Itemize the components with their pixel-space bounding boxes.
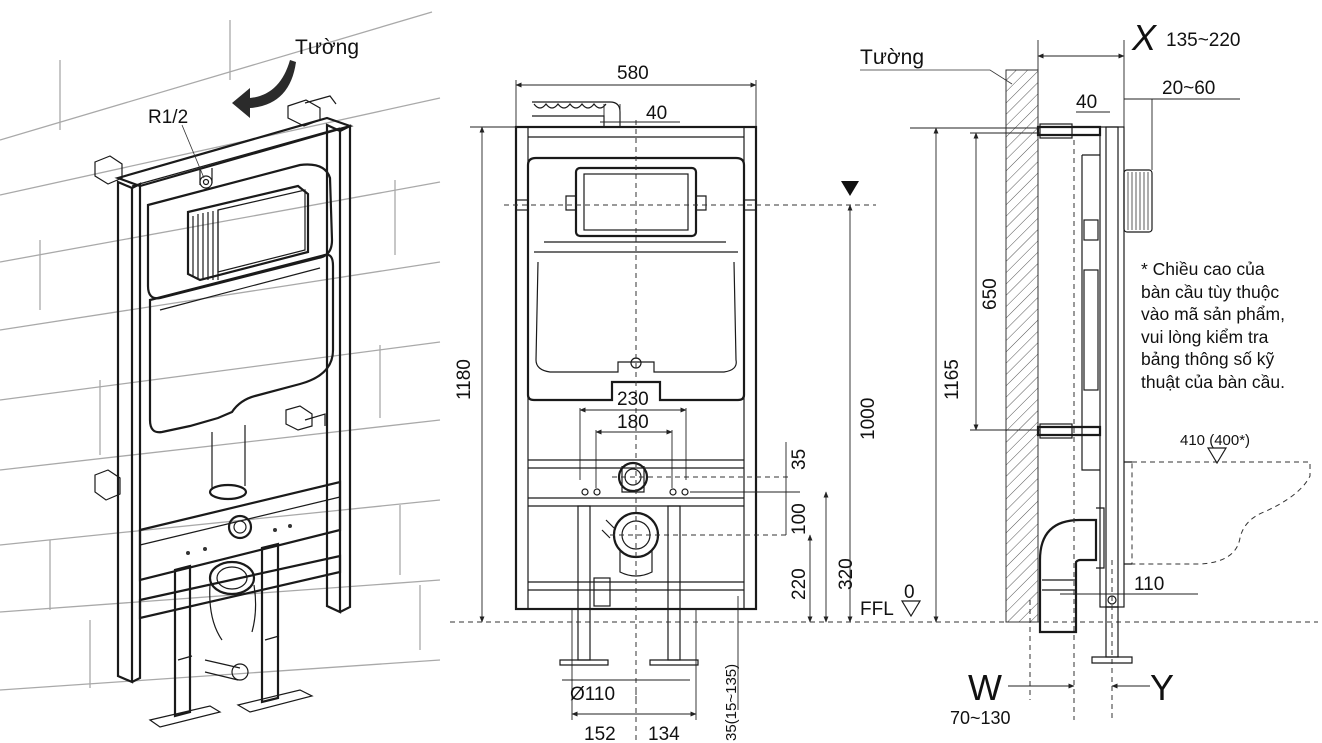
note-line-4: vui lòng kiểm tra (1141, 326, 1269, 347)
ffl-triangle (900, 600, 922, 618)
dim-pipe-dia: Ø110 (570, 684, 615, 705)
inlet-label: R1/2 (148, 107, 188, 128)
note-line-1: * Chiều cao của (1141, 259, 1265, 279)
front-view (504, 101, 876, 700)
note-line-3: vào mã sản phẩm, (1141, 304, 1285, 324)
axis-triangle (841, 181, 859, 196)
isometric-view (0, 11, 441, 728)
note-line-2: bàn cầu tùy thuộc (1141, 281, 1280, 302)
w-letter: W (968, 667, 1002, 708)
dim-152: 152 (584, 724, 616, 743)
dim-220: 220 (789, 568, 810, 600)
dim-110-side: 110 (1134, 574, 1164, 595)
bowl-triangle (1206, 447, 1228, 465)
dim-1180: 1180 (454, 359, 475, 400)
dim-580: 580 (617, 63, 649, 84)
y-letter: Y (1150, 667, 1174, 708)
wall-label-left: Tường (295, 36, 359, 59)
wall-section (1005, 69, 1039, 623)
dim-1000: 1000 (858, 398, 879, 440)
note-line-6: thuật của bàn cầu. (1141, 371, 1285, 392)
dim-650: 650 (980, 278, 1001, 310)
w-range: 70~130 (950, 708, 1011, 728)
bowl-height-note: * Chiều cao của bàn cầu tùy thuộc vào mã… (1141, 258, 1321, 393)
dim-180: 180 (617, 412, 649, 433)
dim-leg-range: 35(15~135) (723, 664, 740, 741)
dim-35: 35 (789, 449, 810, 470)
dim-40-side: 40 (1076, 92, 1097, 113)
brick-wall (0, 11, 441, 691)
dim-40-front: 40 (646, 103, 667, 124)
dim-100: 100 (789, 503, 810, 535)
dim-320: 320 (836, 558, 857, 590)
wall-label-right: Tường (860, 46, 924, 69)
bowl-height-label: 410 (400*) (1180, 432, 1250, 449)
dim-1165: 1165 (942, 359, 963, 400)
side-dimensions (910, 40, 1240, 689)
x-range: 135~220 (1166, 30, 1241, 51)
dim-20-60: 20~60 (1162, 78, 1215, 99)
dim-134: 134 (648, 724, 680, 743)
front-dimensions (470, 80, 853, 740)
ffl-label: FFL (860, 599, 894, 620)
side-view (860, 69, 1311, 720)
note-line-5: bảng thông số kỹ (1141, 349, 1275, 369)
dim-230: 230 (617, 389, 649, 410)
ffl-zero: 0 (904, 582, 915, 603)
x-letter: X (1131, 17, 1158, 58)
